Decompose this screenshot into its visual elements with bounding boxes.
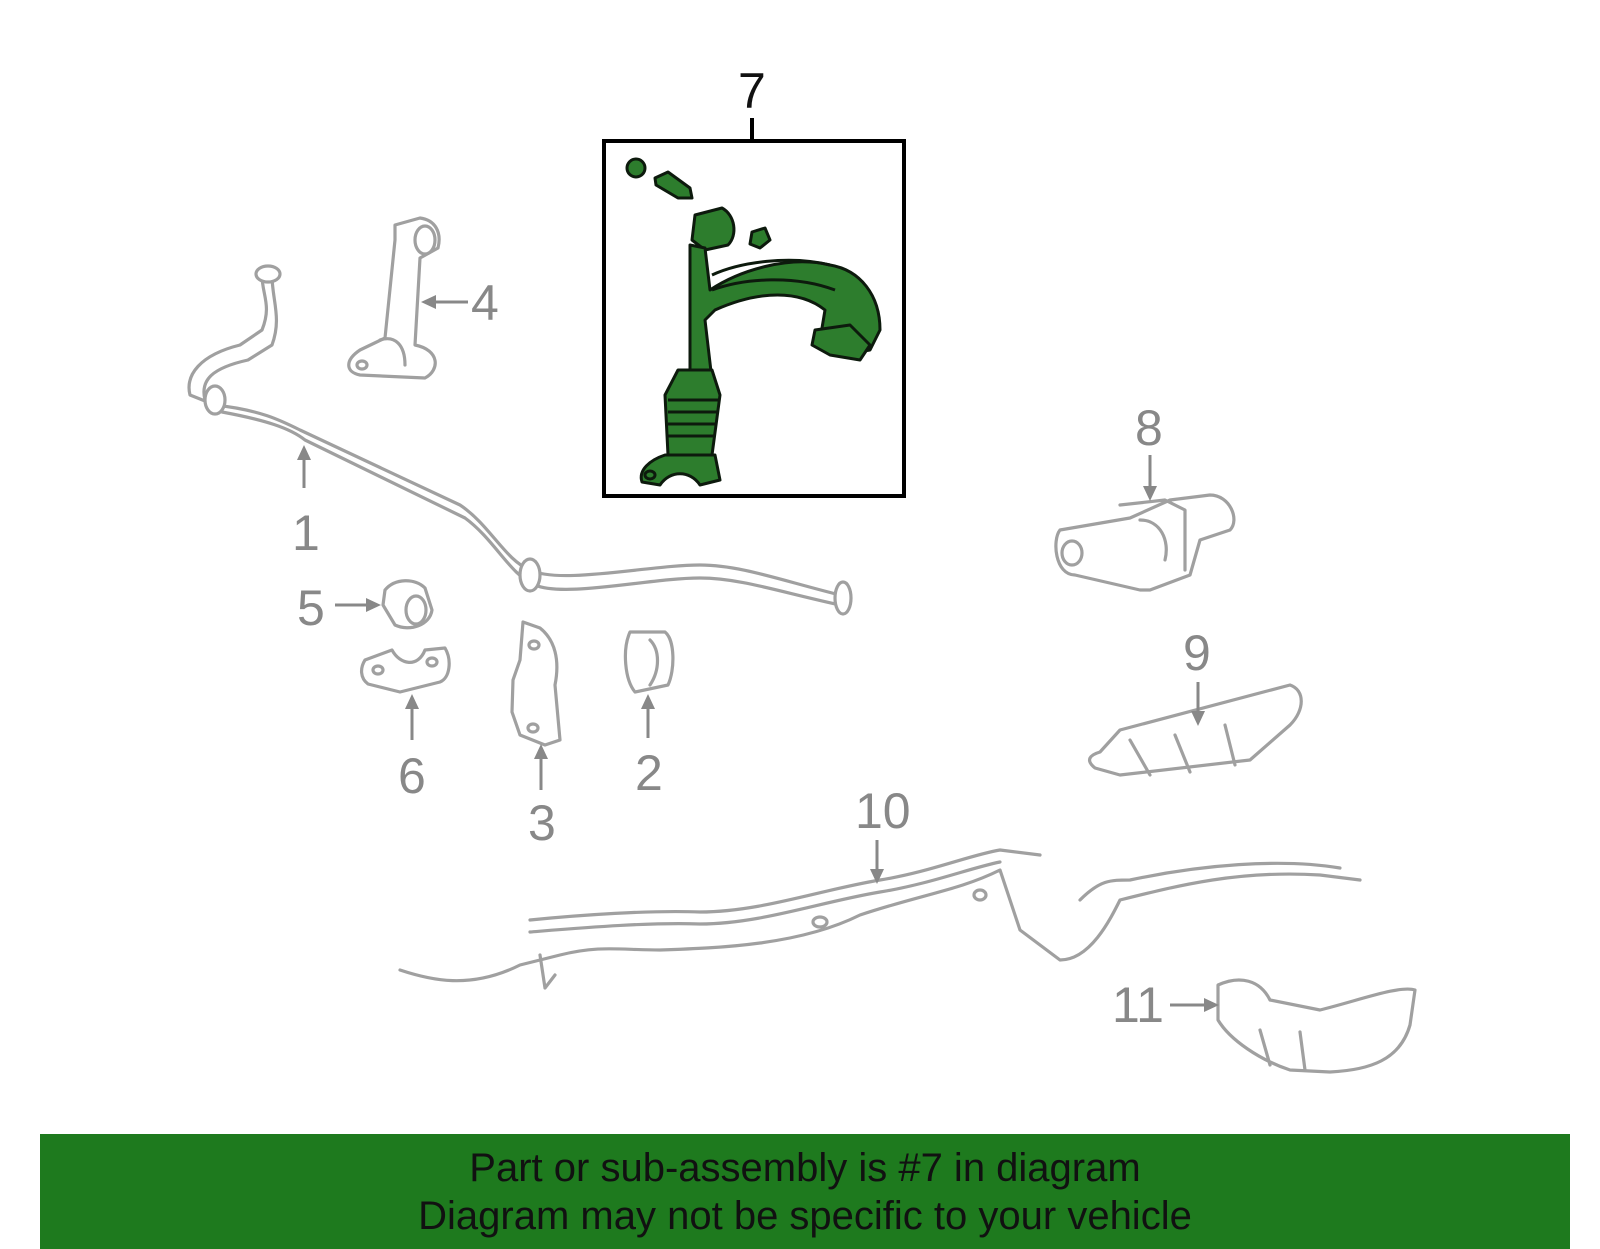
heat-shield[interactable] [1087, 683, 1303, 777]
banner-line-1: Part or sub-assembly is #7 in diagram [469, 1146, 1141, 1190]
bushing-bracket[interactable] [360, 646, 451, 694]
callout-8: 8 [1135, 400, 1163, 456]
callout-5: 5 [297, 580, 325, 636]
stabilizer-link[interactable] [347, 216, 441, 380]
bushing-block[interactable] [623, 630, 675, 694]
mounting-bracket[interactable] [510, 620, 562, 747]
callout-6: 6 [398, 748, 426, 804]
callout-9: 9 [1183, 625, 1211, 681]
callout-1: 1 [292, 505, 320, 561]
callout-7: 7 [738, 63, 766, 119]
crossmember[interactable] [398, 848, 1362, 990]
engine-mount[interactable] [1054, 493, 1236, 592]
info-banner: Part or sub-assembly is #7 in diagram Di… [40, 1134, 1570, 1249]
banner-line-2: Diagram may not be specific to your vehi… [418, 1194, 1192, 1238]
callout-3: 3 [528, 795, 556, 851]
bushing[interactable] [381, 579, 434, 630]
callout-10: 10 [855, 783, 911, 839]
callout-4: 4 [471, 275, 499, 331]
callout-2: 2 [635, 745, 663, 801]
callout-11: 11 [1112, 977, 1164, 1033]
callout-arrows [297, 295, 1219, 1012]
highlighted-assembly[interactable] [625, 157, 882, 487]
skid-cover[interactable] [1216, 978, 1417, 1074]
stabilizer-bar[interactable] [187, 264, 853, 616]
